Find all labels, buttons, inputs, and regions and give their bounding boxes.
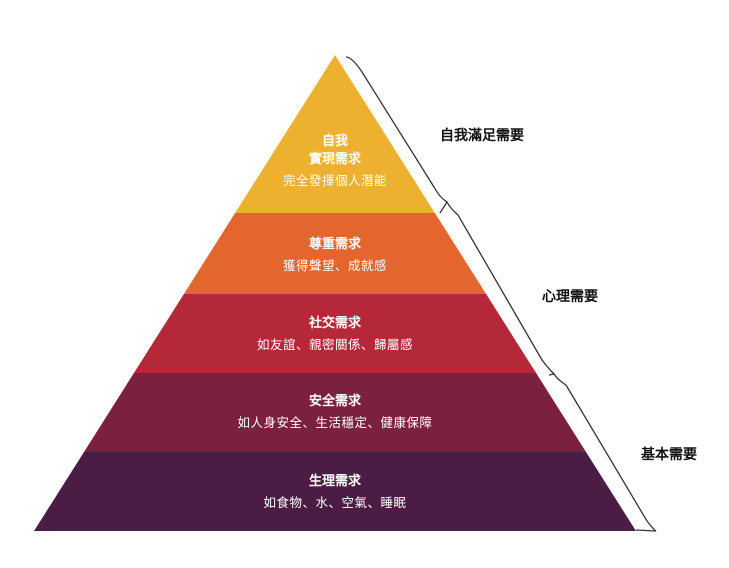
level-2-text: 社交需求 如友誼、親密關係、歸屬感 (257, 315, 413, 352)
level-0-title-line-2: 實現需求 (309, 151, 362, 167)
group-label-psychological: 心理需要 (542, 288, 598, 305)
group-label-basic: 基本需要 (641, 446, 697, 463)
level-4-description: 如食物、水、空氣、睡眠 (263, 495, 406, 510)
brace-psychological (446, 201, 556, 376)
brace-self-fulfillment (345, 56, 448, 214)
pyramid-level-2 (133, 294, 537, 373)
pyramid-level-4 (34, 452, 636, 531)
brace-basic (553, 373, 657, 532)
level-3-text: 安全需求 如人身安全、生活穩定、健康保障 (237, 393, 432, 430)
level-2-description: 如友誼、親密關係、歸屬感 (257, 337, 413, 352)
level-0-title-line-1: 自我 (322, 133, 348, 149)
group-label-self-fulfillment: 自我滿足需要 (440, 127, 524, 144)
level-1-title: 尊重需求 (309, 236, 362, 252)
pyramid-level-3 (84, 373, 586, 452)
level-1-description: 獲得聲望、成就感 (283, 258, 387, 273)
level-0-text: 自我 實現需求 完全發揮個人潛能 (283, 133, 387, 188)
level-4-title: 生理需求 (309, 473, 362, 489)
pyramid-layers (34, 55, 636, 531)
level-2-title: 社交需求 (308, 315, 362, 331)
level-1-text: 尊重需求 獲得聲望、成就感 (283, 236, 387, 273)
level-4-text: 生理需求 如食物、水、空氣、睡眠 (263, 473, 406, 510)
pyramid-level-1 (183, 213, 487, 294)
level-0-description: 完全發揮個人潛能 (283, 173, 387, 188)
level-3-title: 安全需求 (309, 393, 362, 409)
level-3-description: 如人身安全、生活穩定、健康保障 (237, 415, 432, 430)
pyramid-level-0 (235, 55, 435, 213)
